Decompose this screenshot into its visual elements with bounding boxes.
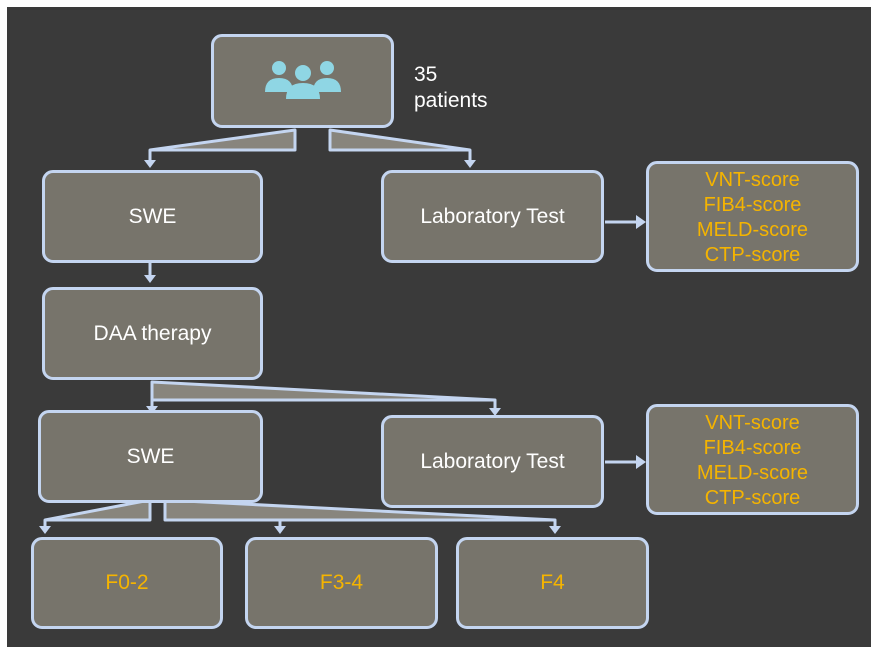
scores-box-1: VNT-score FIB4-score MELD-score CTP-scor… [646,161,859,272]
stage-box-f3-4: F3-4 [245,537,438,629]
arrowhead [464,160,476,168]
stage-box-f0-2: F0-2 [31,537,223,629]
arrowhead [144,160,156,168]
split-connector-bottom-right [163,498,557,522]
arrowhead [39,526,51,534]
score-ctp: CTP-score [704,243,801,266]
split-connector-top [148,128,297,152]
score-vnt: VNT-score [705,168,800,191]
split-connector-top-right [328,128,472,152]
people-group-icon [263,56,343,106]
lab-test-box-2: Laboratory Test [381,415,604,508]
score-fib4: FIB4-score [703,193,802,216]
score-fib4: FIB4-score [703,436,802,459]
arrowhead [144,275,156,283]
patient-count: 35 [414,63,438,86]
score-meld: MELD-score [696,218,809,241]
therapy-box: DAA therapy [42,287,263,380]
arrowhead [549,526,561,534]
lab-test-box-1: Laboratory Test [381,170,604,263]
stage-box-f4: F4 [456,537,649,629]
swe-box-1: SWE [42,170,263,263]
patients-box [211,34,394,128]
score-vnt: VNT-score [705,411,800,434]
arrowhead [274,526,286,534]
split-connector-middle [150,380,497,402]
score-meld: MELD-score [696,461,809,484]
split-connector-bottom-left [43,498,152,522]
arrowhead [489,408,501,416]
scores-box-2: VNT-score FIB4-score MELD-score CTP-scor… [646,404,859,515]
patient-label: patients [414,89,488,112]
arrowhead [636,455,646,469]
arrowhead [636,215,646,229]
swe-box-2: SWE [38,410,263,503]
score-ctp: CTP-score [704,486,801,509]
